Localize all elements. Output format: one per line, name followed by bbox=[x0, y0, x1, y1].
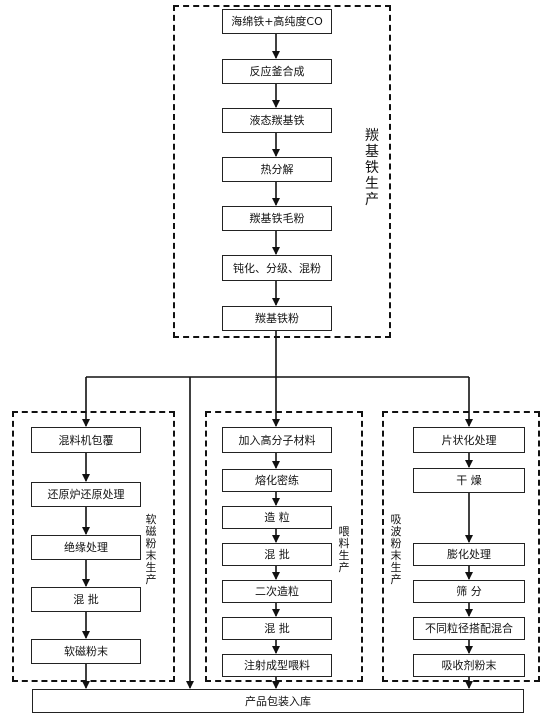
step-thermal-decomposition: 热分解 bbox=[222, 157, 332, 182]
step-melt-mixing: 熔化密练 bbox=[222, 469, 332, 492]
feedstock-group bbox=[205, 411, 363, 682]
step-mixer-coating: 混料机包覆 bbox=[31, 427, 141, 453]
carbonyl-iron-group-title: 羰基铁生产 bbox=[365, 128, 379, 208]
step-liquid-carbonyl-iron: 液态羰基铁 bbox=[222, 108, 332, 133]
step-secondary-granulation: 二次造粒 bbox=[222, 580, 332, 603]
step-sponge-iron-co: 海绵铁+高纯度CO bbox=[222, 9, 332, 34]
step-soft-batch-mixing: 混 批 bbox=[31, 587, 141, 612]
absorbent-group-title: 吸波粉末生产 bbox=[390, 513, 402, 586]
step-particle-blending: 不同粒径搭配混合 bbox=[413, 617, 525, 640]
absorbent-group bbox=[382, 411, 540, 682]
soft-magnetic-group-title: 软磁粉末生产 bbox=[145, 513, 157, 586]
step-raw-carbonyl-powder: 羰基铁毛粉 bbox=[222, 206, 332, 231]
step-flaking: 片状化处理 bbox=[413, 427, 525, 453]
step-soft-magnetic-powder: 软磁粉末 bbox=[31, 639, 141, 664]
step-feed-batch-mixing-2: 混 批 bbox=[222, 617, 332, 640]
feedstock-group-title: 喂料生产 bbox=[338, 525, 350, 574]
carbonyl-iron-group bbox=[173, 5, 391, 338]
step-insulation: 绝缘处理 bbox=[31, 535, 141, 560]
step-reactor-synthesis: 反应釜合成 bbox=[222, 59, 332, 84]
step-passivation-classification: 钝化、分级、混粉 bbox=[222, 255, 332, 281]
step-granulation: 造 粒 bbox=[222, 506, 332, 529]
final-packaging: 产品包装入库 bbox=[32, 689, 524, 713]
step-expansion: 膨化处理 bbox=[413, 543, 525, 566]
step-feed-batch-mixing-1: 混 批 bbox=[222, 543, 332, 566]
step-carbonyl-iron-powder: 羰基铁粉 bbox=[222, 306, 332, 331]
step-absorbent-powder: 吸收剂粉末 bbox=[413, 654, 525, 677]
step-sieving: 筛 分 bbox=[413, 580, 525, 603]
soft-magnetic-group bbox=[12, 411, 175, 682]
step-add-polymer: 加入高分子材料 bbox=[222, 427, 332, 453]
step-drying: 干 燥 bbox=[413, 468, 525, 493]
step-reduction-furnace: 还原炉还原处理 bbox=[31, 482, 141, 507]
step-injection-feedstock: 注射成型喂料 bbox=[222, 654, 332, 677]
